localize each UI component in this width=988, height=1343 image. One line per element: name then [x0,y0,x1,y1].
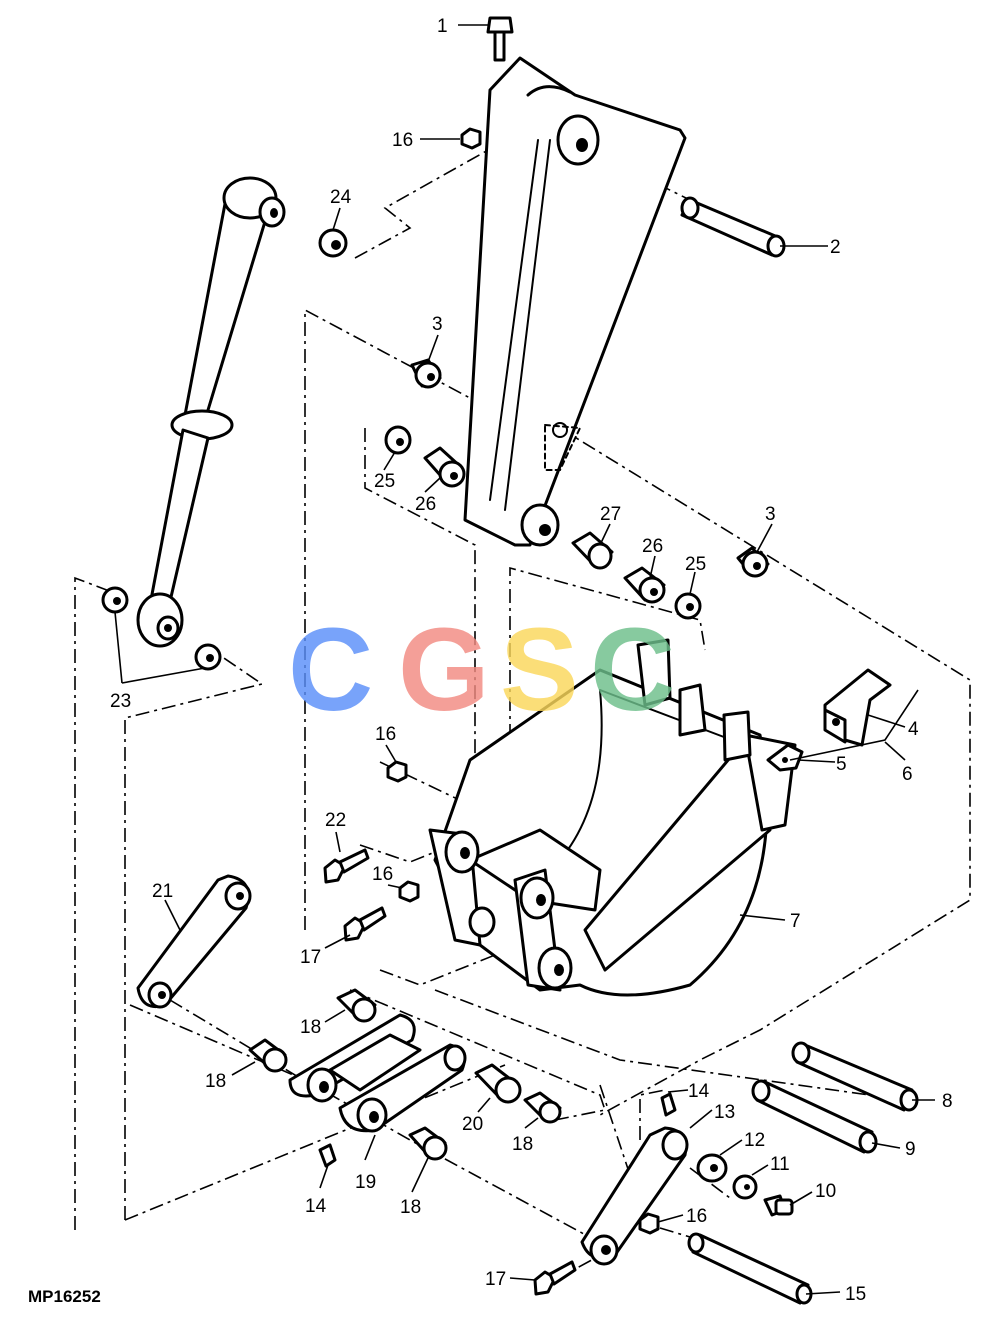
bucket-tooth [823,668,892,747]
callout-19: 19 [355,1172,376,1193]
callout-13: 13 [714,1102,735,1123]
bushing-26-right [623,566,666,604]
callout-18-b: 18 [205,1071,226,1092]
callout-16-top: 16 [392,130,413,151]
washer-25-right [674,592,702,620]
callout-25-left: 25 [374,471,395,492]
callout-3-upper: 3 [432,314,443,335]
callout-16-link: 16 [686,1206,707,1227]
callout-9: 9 [905,1139,916,1160]
bolt-10 [763,1194,794,1217]
bushing-26-left [423,446,466,488]
callout-14-left: 14 [305,1196,327,1217]
watermark-letter: G [398,604,490,736]
callout-24: 24 [330,187,352,208]
drawing-code: MP16252 [28,1287,101,1306]
callout-7: 7 [790,911,801,932]
bushings-18 [248,988,562,1161]
watermark-letter: C [288,604,373,736]
callout-26-right: 26 [642,536,663,557]
callout-16-bucket: 16 [372,864,393,885]
pin-2 [680,196,786,258]
callout-25-right: 25 [685,554,706,575]
bucket [428,638,797,997]
callout-3-right: 3 [765,504,776,525]
callout-1: 1 [437,16,448,37]
callout-22: 22 [325,810,346,831]
callout-14-right: 14 [688,1081,710,1102]
callout-15: 15 [845,1284,866,1305]
nut-16-bucket [398,880,420,903]
callout-12: 12 [744,1130,765,1151]
callout-21: 21 [152,881,173,902]
bushing-3-right [736,546,770,578]
callout-8: 8 [942,1091,953,1112]
leader-lines [114,24,935,1295]
callout-11: 11 [770,1154,790,1175]
watermark: C G S C [288,604,675,736]
nut-16-top [460,127,482,150]
watermark-letter: S [500,604,579,736]
callout-17-upper: 17 [300,947,321,968]
pin-9 [751,1079,878,1154]
grease-fitting-14 [318,1092,677,1168]
callout-6: 6 [902,764,913,785]
callout-18-a: 18 [300,1017,321,1038]
watermark-letter: C [590,604,675,736]
callout-27: 27 [600,504,621,525]
bolt-1 [486,16,514,62]
washers-12-11 [696,1153,758,1200]
link-19 [288,1013,467,1133]
bushing-24 [318,228,348,258]
link-21 [136,874,252,1009]
bushing-3-upper [410,358,442,389]
washer-25-left [384,425,412,455]
callout-5: 5 [836,754,847,775]
washers-23 [101,586,222,671]
callout-16-mid: 16 [375,724,396,745]
callout-17-lower: 17 [485,1269,506,1290]
bolt-17-upper [343,906,387,942]
bolt-22 [323,848,370,884]
pin-8 [791,1041,919,1112]
bucket-cylinder [136,176,286,648]
spacer-27 [571,531,614,570]
callout-10: 10 [815,1181,836,1202]
callout-20: 20 [462,1114,483,1135]
callout-26-left: 26 [415,494,436,515]
link-13 [580,1126,689,1266]
bushing-20 [474,1063,522,1104]
nut-16-link [638,1212,660,1235]
callout-23: 23 [110,691,131,712]
dipper-arm [463,56,687,547]
callout-labels: 1 2 3 3 4 5 6 7 8 9 10 11 12 13 14 14 15… [28,16,953,1306]
pin-15 [687,1232,813,1305]
callout-4: 4 [908,719,919,740]
bolt-17-lower [533,1260,577,1296]
callout-18-c: 18 [512,1134,533,1155]
callout-2: 2 [830,237,841,258]
callout-18-d: 18 [400,1197,421,1218]
nut-16-mid [386,760,408,783]
